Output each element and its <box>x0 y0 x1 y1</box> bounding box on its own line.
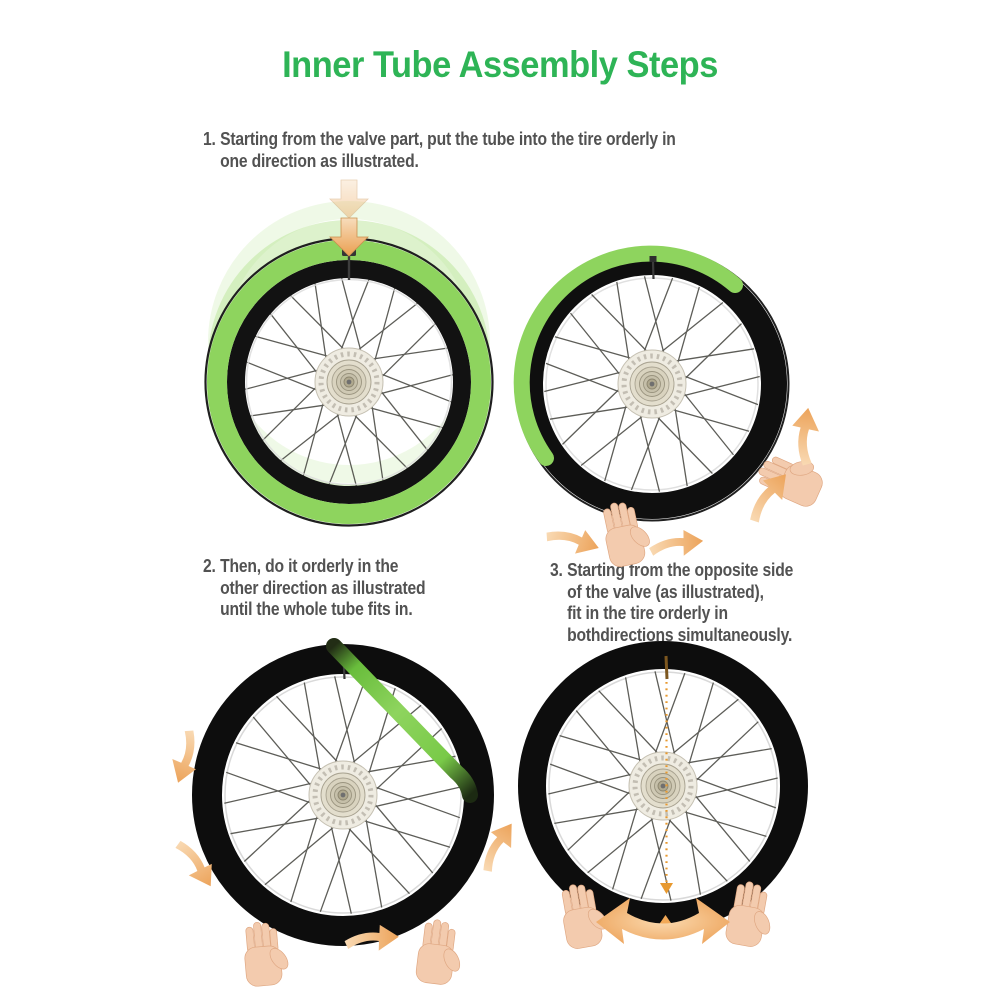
valve-icon <box>649 256 657 280</box>
step-3-line-4: bothdirections simultaneously. <box>567 624 793 645</box>
step-3-line-2: of the valve (as illustrated), <box>567 581 764 602</box>
inner-tube-arc <box>513 245 743 466</box>
step-2-line-1: Then, do it orderly in the <box>220 556 399 576</box>
page-title: Inner Tube Assembly Steps <box>282 44 718 85</box>
step-2-line-2: other direction as illustrated <box>220 577 426 598</box>
step-2-number: 2. <box>203 556 216 576</box>
hub-cassette <box>315 348 383 416</box>
step-1-instruction: 1. Starting from the valve part, put the… <box>203 129 676 172</box>
curved-arrow-icon <box>787 406 822 467</box>
figure-step1-wheel <box>165 168 533 540</box>
spokes <box>548 671 778 901</box>
double-curved-arrow-icon <box>596 898 730 944</box>
curved-arrow-icon <box>647 528 705 560</box>
tire-ring <box>518 641 808 931</box>
step-2-line-3: until the whole tube fits in. <box>220 599 413 619</box>
hub-cassette <box>309 761 377 829</box>
rim-inner-lip <box>548 671 778 901</box>
step-1-number: 1. <box>203 129 216 149</box>
valve-icon <box>664 655 669 680</box>
step-3-line-3: fit in the tire orderly in <box>567 603 728 623</box>
figure-step1-wheel-direction <box>495 212 875 580</box>
spokes <box>544 276 760 492</box>
curved-arrow-icon <box>543 518 603 561</box>
rim-inner-lip <box>224 676 462 914</box>
hand-icon <box>414 917 469 988</box>
step-1-line-1: Starting from the valve part, put the tu… <box>220 129 676 149</box>
tube-loop-out <box>326 638 478 803</box>
rim-inner-lip <box>545 277 759 491</box>
hub-cassette <box>629 752 697 820</box>
figure-step3-wheel <box>492 632 872 1000</box>
spokes <box>245 278 453 486</box>
step-2-instruction: 2. Then, do it orderly in the other dire… <box>203 556 426 621</box>
figure-step2-wheel <box>158 632 530 1000</box>
step-1-line-2: one direction as illustrated. <box>220 150 419 171</box>
step-3-instruction: 3. Starting from the opposite side of th… <box>550 560 793 646</box>
step-3-number: 3. <box>550 560 563 580</box>
hub-cassette <box>618 350 686 418</box>
spokes <box>224 676 462 914</box>
